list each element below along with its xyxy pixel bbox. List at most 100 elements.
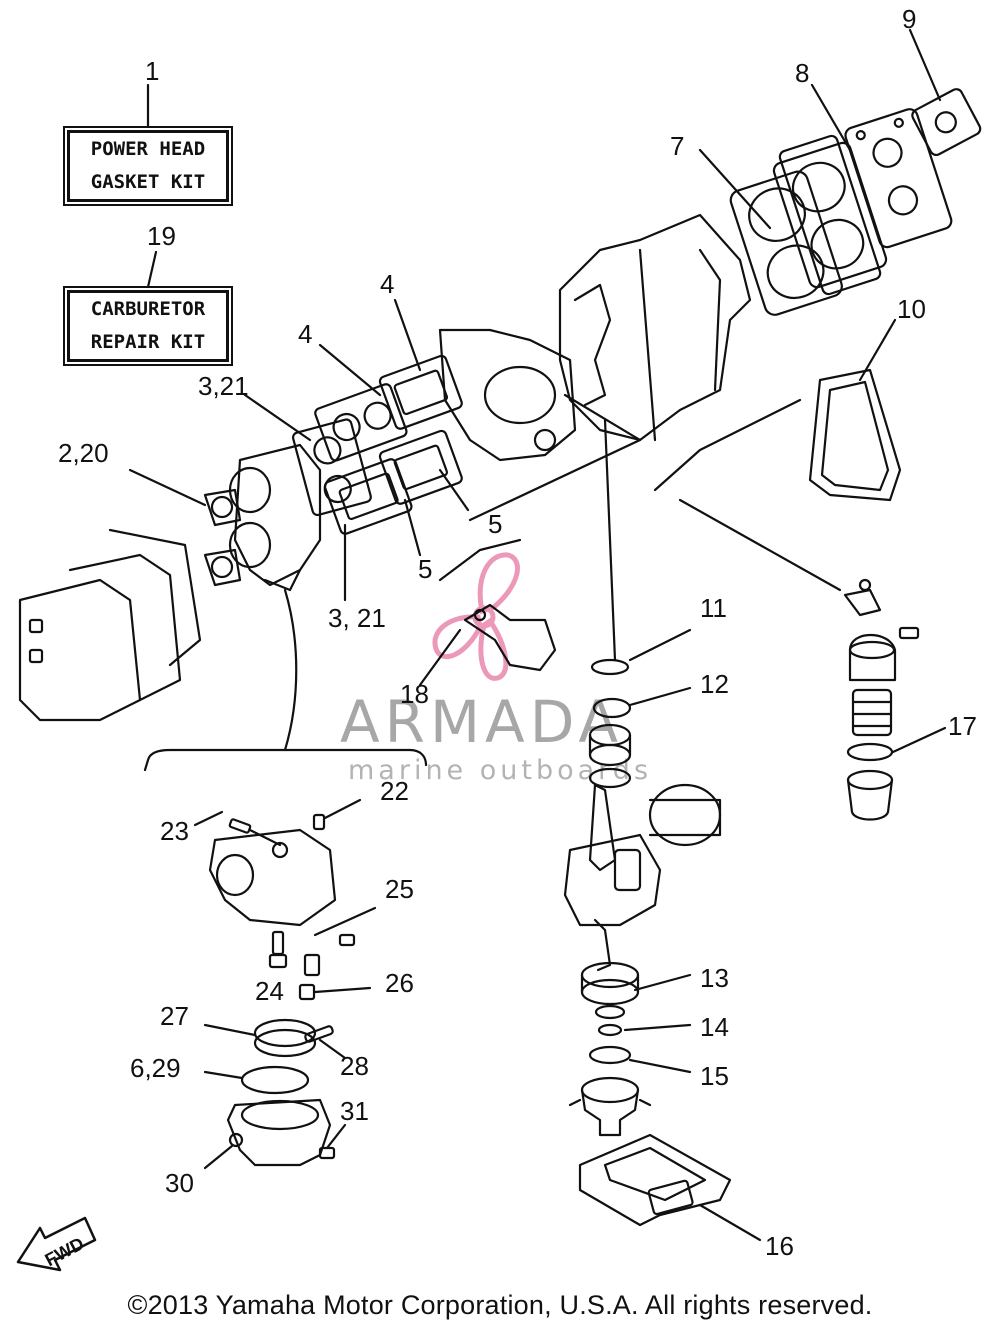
leader-line (698, 1203, 762, 1242)
callout-number: 6,29 (130, 1053, 181, 1083)
callout-number: 4 (380, 269, 394, 299)
leader-line (325, 1123, 347, 1150)
leader-line (313, 906, 377, 937)
filter-cup (846, 769, 894, 821)
leader-line (203, 1144, 234, 1170)
main-jet (268, 930, 288, 969)
oil-seal (592, 697, 632, 719)
carburetor-detail-body (208, 828, 337, 927)
callout-number: 5 (488, 509, 502, 539)
kit-label-line: REPAIR KIT (90, 331, 206, 353)
callout-number: 24 (255, 976, 284, 1006)
callout-number: 12 (700, 669, 729, 699)
silencer-cover (18, 528, 202, 722)
kit-label-line: GASKET KIT (90, 171, 206, 193)
leader-line (810, 83, 852, 152)
cylinder-head (772, 134, 888, 296)
relation-line (438, 538, 522, 582)
fuel-enrichment-unit (463, 603, 557, 672)
leader-line (193, 810, 224, 827)
float-pin (338, 933, 356, 947)
float-pin-rod (304, 1025, 334, 1043)
copyright-notice: ©2013 Yamaha Motor Corporation, U.S.A. A… (127, 1290, 873, 1320)
leader-line (438, 468, 470, 512)
leader-line (128, 468, 207, 507)
bracket (143, 748, 428, 772)
drain-screw (228, 1132, 244, 1148)
float (253, 1018, 317, 1058)
leader-line (313, 986, 372, 994)
base-gasket (578, 1133, 732, 1227)
callout-number: 4 (298, 319, 312, 349)
propeller-logo-icon (432, 552, 520, 681)
leader-line (243, 393, 312, 442)
o-ring (590, 658, 630, 676)
o-ring-lower (588, 1045, 632, 1065)
relation-line (653, 398, 802, 492)
relation-line (678, 498, 842, 592)
leader-line (393, 298, 422, 372)
callout-number: 3,21 (198, 371, 249, 401)
bearing-upper (588, 723, 632, 767)
carburetor-gasket (203, 488, 242, 587)
callout-number: 27 (160, 1001, 189, 1031)
reed-valve-gasket-upper (378, 354, 463, 430)
float-valve (298, 983, 316, 1001)
callout-number: 2,20 (58, 438, 109, 468)
leader-line (146, 250, 158, 289)
watermark-title: ARMADA (340, 688, 624, 756)
callout-number: 25 (385, 874, 414, 904)
callout-number: 7 (670, 131, 684, 161)
leader-line (633, 973, 692, 992)
leader-line (623, 1023, 692, 1032)
small-seal (597, 1023, 623, 1037)
leader-line (403, 498, 422, 557)
leader-line (418, 628, 462, 687)
leader-line (628, 628, 692, 662)
leader-line (908, 28, 942, 102)
reed-valve-plate (314, 383, 408, 462)
fuel-filter-bracket (843, 578, 920, 640)
callout-number: 13 (700, 963, 729, 993)
callout-number: 31 (340, 1096, 369, 1126)
filter-element (851, 688, 893, 737)
callout-number: 30 (165, 1168, 194, 1198)
leader-line (203, 1070, 244, 1080)
callout-number: 19 (147, 221, 176, 251)
carburetor-repair-kit-box: CARBURETOR REPAIR KIT (67, 290, 229, 362)
head-cover (844, 108, 953, 249)
callout-number: 14 (700, 1012, 729, 1042)
pilot-jet (312, 813, 326, 831)
callout-number: 28 (340, 1051, 369, 1081)
callout-number: 5 (418, 554, 432, 584)
leader-line (318, 343, 382, 397)
callout-number: 16 (765, 1231, 794, 1261)
float-chamber-gasket (240, 1065, 310, 1095)
callout-number: 18 (400, 679, 429, 709)
kit-label-line: POWER HEAD (90, 138, 206, 160)
leader-line (323, 798, 362, 820)
callout-number: 10 (897, 294, 926, 324)
leader-line (858, 318, 897, 382)
carburetor-body (228, 443, 322, 592)
callout-number: 3, 21 (328, 603, 386, 633)
leader-line (628, 686, 692, 707)
callout-number: 11 (700, 593, 727, 623)
callout-number: 23 (160, 816, 189, 846)
kit-label-line: CARBURETOR (90, 298, 206, 320)
crankcase-block (558, 213, 752, 442)
callout-number: 22 (380, 776, 409, 806)
callout-number: 1 (145, 56, 159, 86)
leader-line (203, 1023, 257, 1037)
callout-number: 8 (795, 58, 809, 88)
relation-line (468, 393, 642, 522)
float-chamber (226, 1098, 332, 1167)
filter-o-ring (846, 742, 894, 762)
leader-line (318, 1038, 347, 1060)
reed-valve-plate-lower (323, 458, 413, 535)
fwd-label: FWD (42, 1233, 88, 1270)
main-nozzle (303, 953, 321, 977)
exhaust-cover-gasket (808, 368, 902, 502)
fuel-filter-cap (848, 634, 897, 682)
crankshaft-axis (603, 418, 617, 662)
